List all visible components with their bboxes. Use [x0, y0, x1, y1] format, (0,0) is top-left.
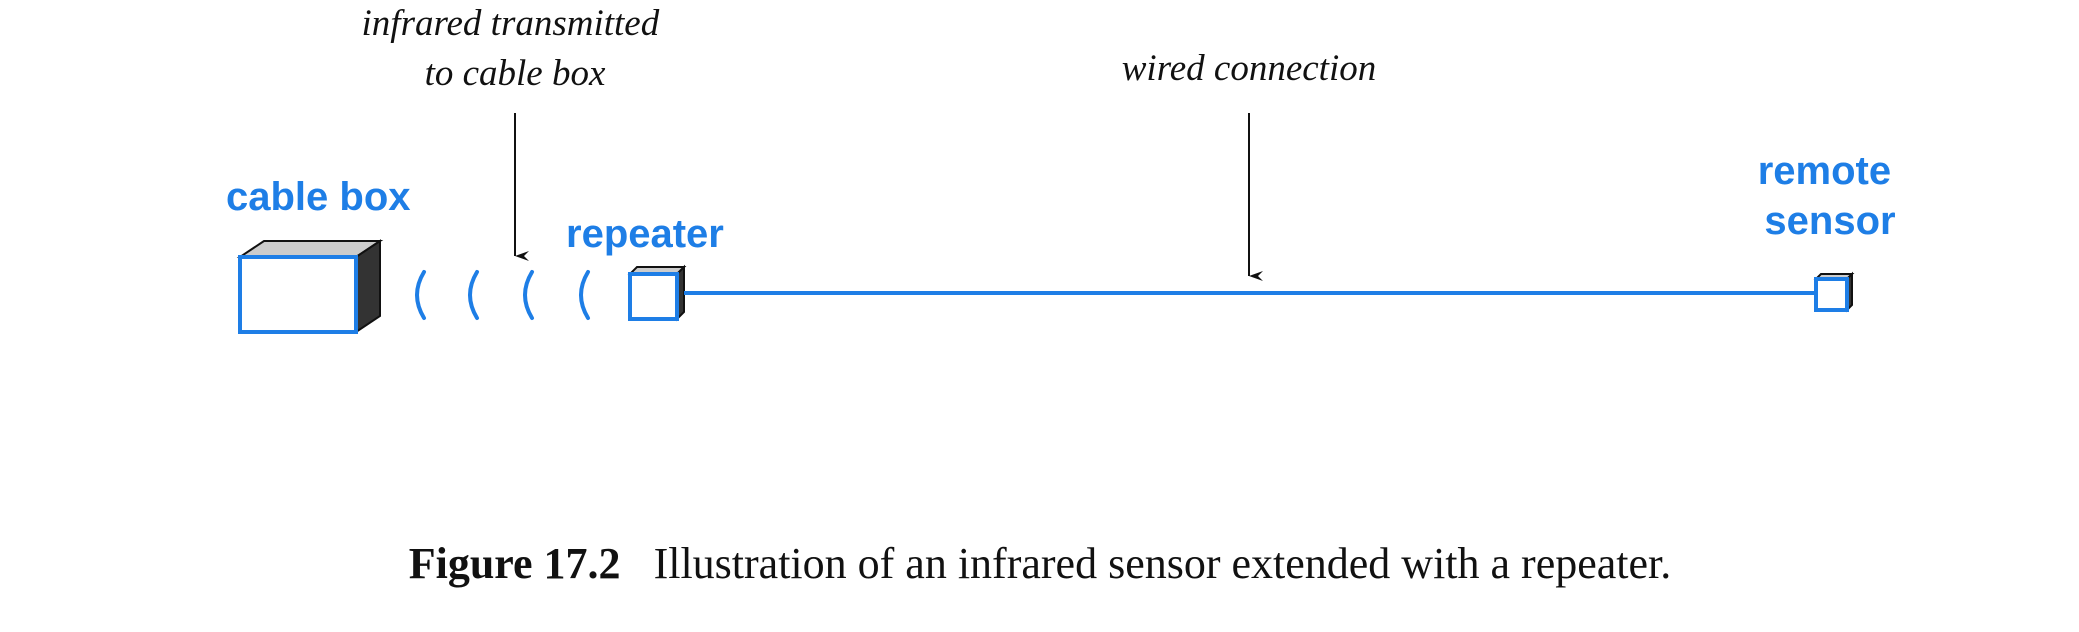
infrared-wave-4: [579, 270, 590, 320]
infrared-annotation: infrared transmitted to cable box: [362, 3, 669, 94]
repeater-label: repeater: [566, 212, 724, 256]
cable-box-label: cable box: [226, 175, 411, 219]
figure-caption-text: Illustration of an infrared sensor exten…: [654, 539, 1672, 588]
remote-sensor-label-line2: sensor: [1764, 199, 1895, 243]
remote-sensor-label-line1: remote: [1758, 149, 1891, 193]
repeater-device: [627, 264, 687, 322]
remote-sensor-front: [1814, 277, 1849, 312]
cable-box-front: [238, 255, 358, 334]
cable-box-side: [355, 239, 381, 334]
infrared-wave-2: [468, 270, 479, 320]
infrared-waves: [415, 270, 590, 320]
remote-sensor-label: remote sensor: [1758, 149, 1903, 243]
infrared-wave-1: [415, 270, 426, 320]
wired-annotation: wired connection: [1122, 48, 1376, 89]
infrared-annotation-line2: to cable box: [425, 53, 606, 94]
remote-sensor-device: [1813, 271, 1855, 313]
infrared-annotation-line1: infrared transmitted: [362, 3, 660, 44]
repeater-front: [628, 272, 679, 321]
figure-number: Figure 17.2: [409, 539, 621, 588]
figure-caption: Figure 17.2 Illustration of an infrared …: [409, 539, 1672, 588]
cable-box: [236, 239, 384, 334]
infrared-wave-3: [523, 270, 534, 320]
